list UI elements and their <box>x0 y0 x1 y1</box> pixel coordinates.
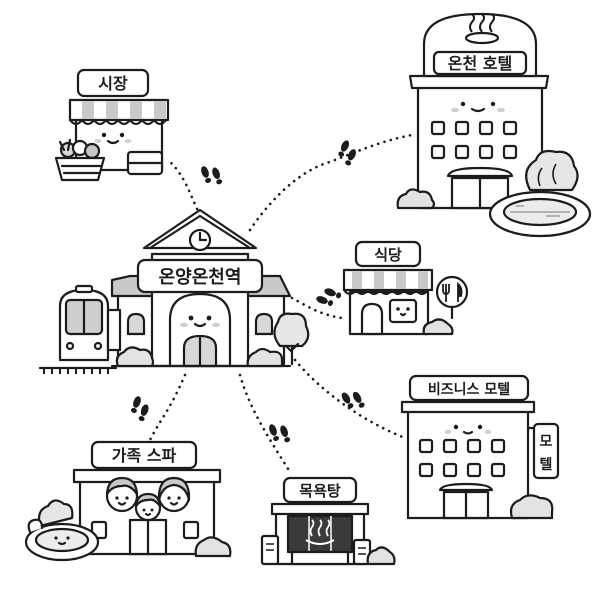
route-station-bathhouse <box>238 373 292 474</box>
bush-icon <box>194 536 232 558</box>
business-motel-label: 비즈니스 모텔 <box>408 374 530 402</box>
onsen-pool <box>488 190 592 238</box>
bush-icon <box>366 546 396 566</box>
route-station-spa <box>148 373 187 442</box>
station-name: 온양온천역 <box>159 267 242 288</box>
onsen-hotel-building <box>396 74 579 210</box>
bush-icon <box>246 347 284 368</box>
restaurant-building <box>342 268 454 336</box>
business-motel-building <box>400 400 554 520</box>
family-figures <box>105 476 191 522</box>
motel-sign-char-1: 모 <box>540 434 553 450</box>
market-label: 시장 <box>76 68 150 98</box>
bathhouse-building <box>260 502 396 566</box>
family-spa-name: 가족 스파 <box>112 446 177 465</box>
bush-icon <box>37 499 74 528</box>
bathhouse-label: 목욕탕 <box>282 476 358 504</box>
restaurant-name: 식당 <box>374 246 402 264</box>
station-label: 온양온천역 <box>136 258 264 294</box>
family-spa-label: 가족 스파 <box>90 440 198 470</box>
restaurant-label: 식당 <box>354 240 422 268</box>
route-station-market <box>166 158 202 217</box>
tree-icon <box>273 312 310 366</box>
motel-vertical-sign: 모 텔 <box>526 422 560 480</box>
bush-icon <box>115 346 155 368</box>
onsen-hotel-name: 온천 호텔 <box>448 54 512 73</box>
hot-spring-icon <box>464 13 500 45</box>
business-motel-name: 비즈니스 모텔 <box>428 382 510 398</box>
train-icon <box>38 284 122 374</box>
clock-icon <box>188 228 212 252</box>
hot-spring-icon <box>305 519 335 545</box>
motel-sign-char-2: 텔 <box>540 457 553 473</box>
bush-icon <box>509 494 554 520</box>
bathhouse-name: 목욕탕 <box>299 482 341 500</box>
family-spa-building <box>24 468 232 562</box>
bush-icon <box>422 318 454 336</box>
route-station-hotel <box>248 133 414 232</box>
bush-icon <box>396 188 436 210</box>
route-station-motel <box>293 358 407 440</box>
market-building <box>54 98 170 182</box>
market-name: 시장 <box>98 74 128 93</box>
onsen-hotel-sign: 온천 호텔 <box>422 12 538 78</box>
vegetable-basket-icon <box>54 138 106 182</box>
fork-knife-icon <box>435 275 469 320</box>
dotted-routes <box>148 133 414 474</box>
footprints-icon <box>130 140 365 443</box>
